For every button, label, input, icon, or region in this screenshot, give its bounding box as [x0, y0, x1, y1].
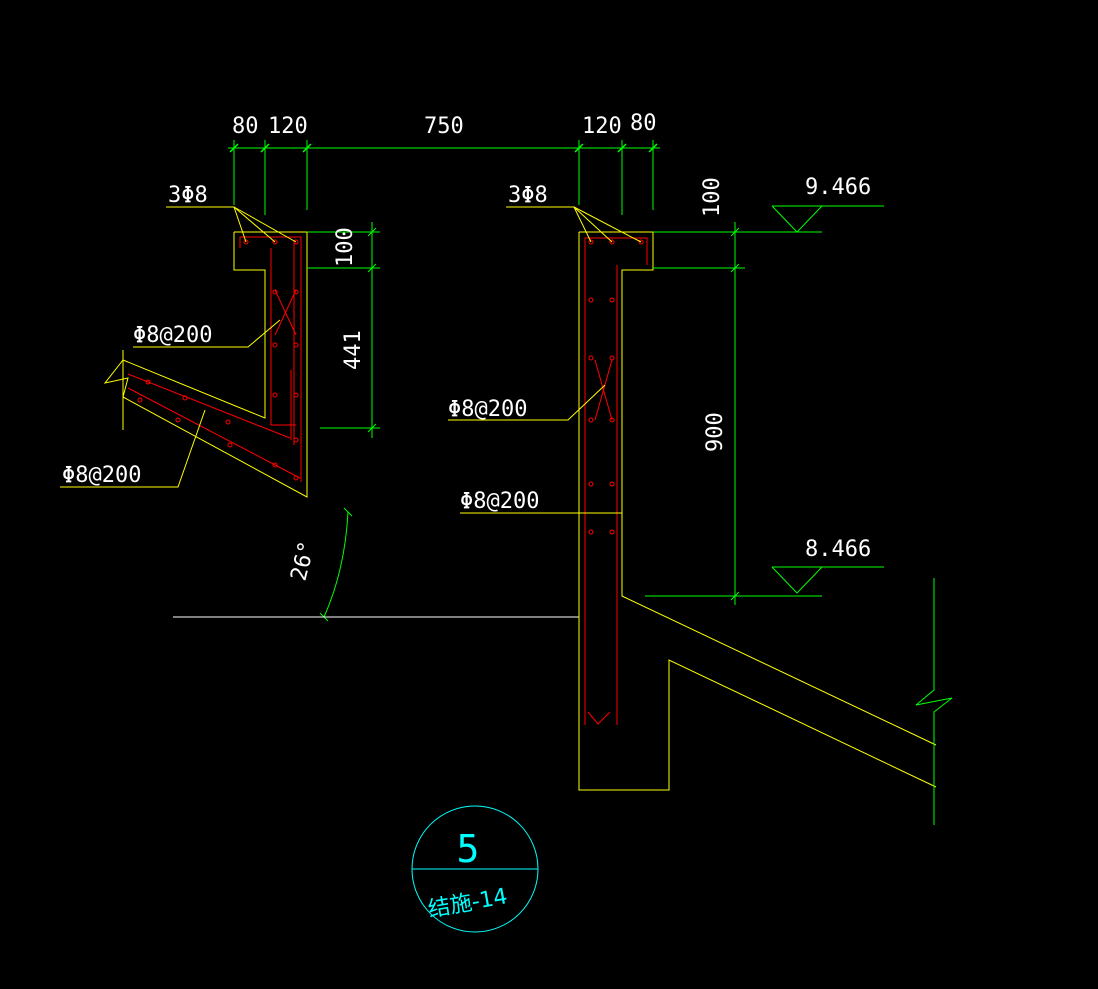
angle-marker — [319, 507, 353, 622]
right-section-outline — [578, 231, 937, 791]
label-left-slab-bars: Φ8@200 — [62, 463, 141, 488]
dim-right-900: 900 — [703, 412, 728, 452]
left-section-outline — [103, 231, 308, 498]
elevation-lower: 8.466 — [805, 537, 871, 562]
dim-left-441: 441 — [341, 330, 366, 370]
right-section-bar-dots — [588, 239, 644, 535]
label-left-top-bars: 3Φ8 — [168, 183, 208, 208]
dim-top-left-120: 120 — [268, 114, 308, 139]
detail-callout: 5 结施-14 — [411, 805, 539, 933]
dim-angle: 26° — [287, 539, 321, 584]
elevation-marker-lower — [771, 566, 884, 594]
label-right-wall-bars-1: Φ8@200 — [448, 397, 527, 422]
right-vertical-dimension — [645, 222, 822, 605]
dim-left-100: 100 — [333, 227, 358, 267]
right-section-rebar — [584, 237, 648, 725]
elevation-marker-upper — [771, 205, 884, 233]
label-right-top-bars: 3Φ8 — [508, 183, 548, 208]
dim-top-right-80: 80 — [630, 111, 657, 136]
left-section-rebar — [127, 236, 302, 482]
label-right-wall-bars-2: Φ8@200 — [460, 489, 539, 514]
dim-top-750: 750 — [424, 114, 464, 139]
left-vertical-dimension — [307, 222, 380, 438]
left-leaders — [60, 206, 297, 488]
label-left-stirrups: Φ8@200 — [133, 323, 212, 348]
callout-sheet: 结施-14 — [426, 884, 509, 923]
dim-top-right-120: 120 — [582, 114, 622, 139]
dim-top-left-80: 80 — [232, 114, 259, 139]
callout-number: 5 — [457, 827, 480, 871]
right-break-line — [915, 578, 953, 825]
right-leaders — [448, 206, 642, 514]
left-section-bar-dots — [137, 239, 299, 481]
dim-right-100: 100 — [700, 177, 725, 217]
elevation-upper: 9.466 — [805, 175, 871, 200]
top-dimension-chain — [228, 140, 660, 215]
